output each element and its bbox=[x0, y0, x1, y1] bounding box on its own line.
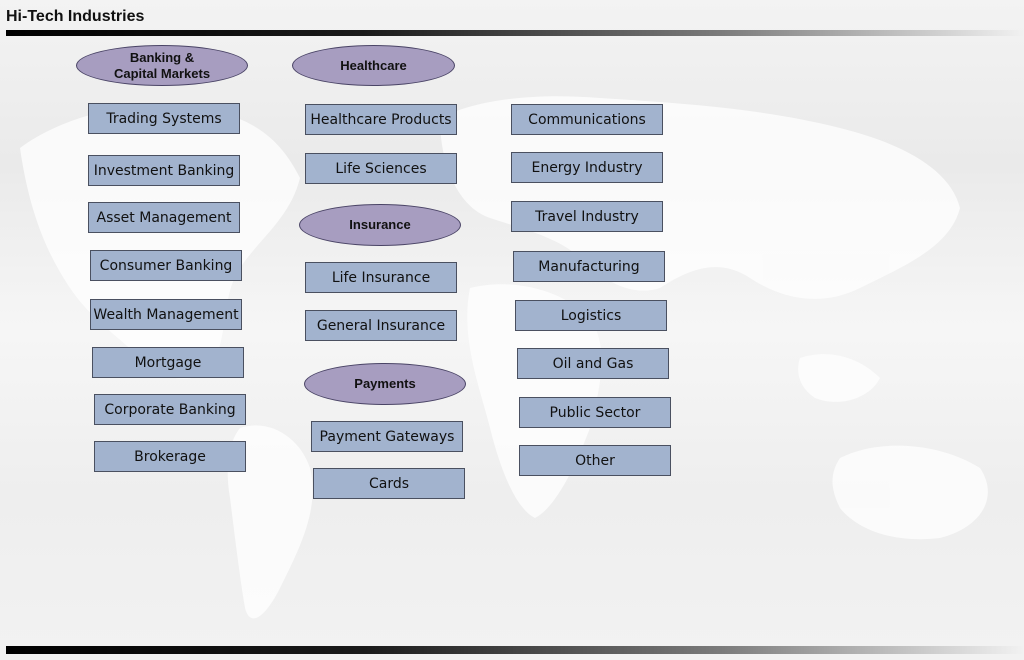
category-label: Payments bbox=[354, 376, 416, 391]
industry-box: Communications bbox=[511, 104, 663, 135]
header-rule bbox=[6, 30, 1024, 36]
category-banking-capital-markets: Banking & Capital Markets bbox=[76, 45, 248, 86]
footer-rule bbox=[6, 646, 1024, 654]
industry-box: Asset Management bbox=[88, 202, 240, 233]
category-label: Healthcare bbox=[340, 57, 407, 73]
industry-box: Payment Gateways bbox=[311, 421, 463, 452]
industry-box: Trading Systems bbox=[88, 103, 240, 134]
category-healthcare: Healthcare bbox=[292, 45, 455, 86]
industry-box: Manufacturing bbox=[513, 251, 665, 282]
industry-box: Healthcare Products bbox=[305, 104, 457, 135]
industry-box: Life Insurance bbox=[305, 262, 457, 293]
industry-box: Oil and Gas bbox=[517, 348, 669, 379]
industry-box: Wealth Management bbox=[90, 299, 242, 330]
industry-box: Life Sciences bbox=[305, 153, 457, 184]
category-label: Banking & Capital Markets bbox=[113, 49, 211, 81]
industry-box: Logistics bbox=[515, 300, 667, 331]
industry-box: General Insurance bbox=[305, 310, 457, 341]
industry-box: Mortgage bbox=[92, 347, 244, 378]
industry-box: Consumer Banking bbox=[90, 250, 242, 281]
industry-box: Travel Industry bbox=[511, 201, 663, 232]
page-title: Hi-Tech Industries bbox=[6, 8, 145, 25]
industry-box: Corporate Banking bbox=[94, 394, 246, 425]
industry-box: Energy Industry bbox=[511, 152, 663, 183]
industry-box: Public Sector bbox=[519, 397, 671, 428]
category-payments: Payments bbox=[304, 363, 466, 405]
category-insurance: Insurance bbox=[299, 204, 461, 246]
industry-box: Brokerage bbox=[94, 441, 246, 472]
category-label: Insurance bbox=[349, 217, 411, 232]
industry-box: Cards bbox=[313, 468, 465, 499]
industry-box: Other bbox=[519, 445, 671, 476]
industry-box: Investment Banking bbox=[88, 155, 240, 186]
